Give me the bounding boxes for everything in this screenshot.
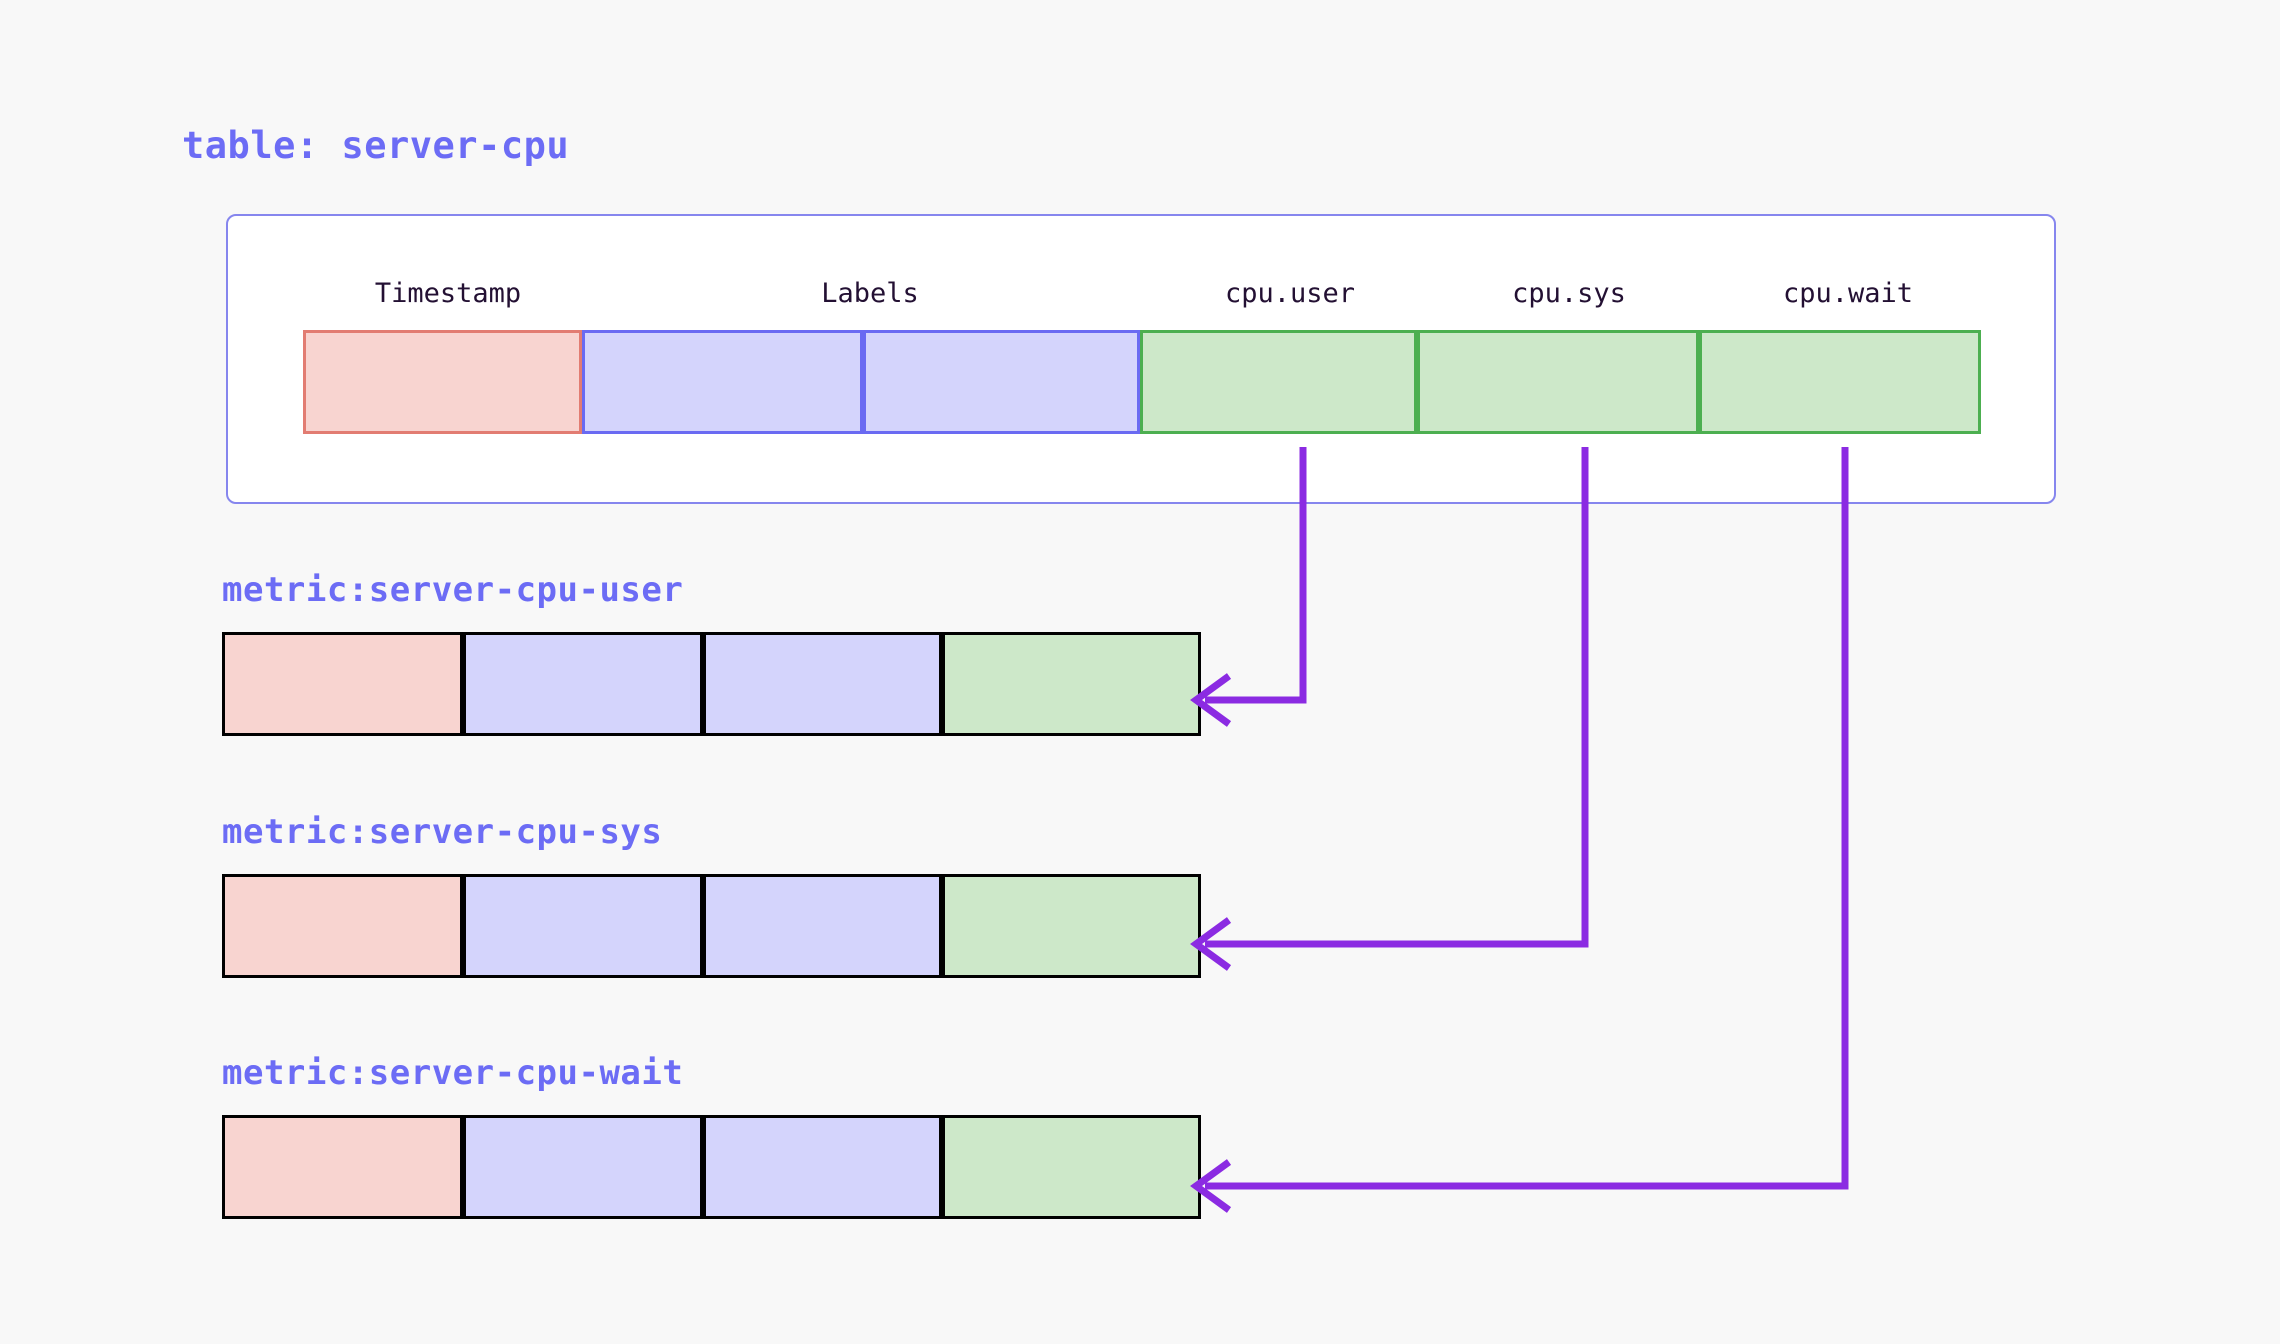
- metric-cell-label-1: [463, 1115, 703, 1219]
- column-header-cpu-sys: cpu.sys: [1512, 278, 1626, 309]
- table-column-headers: Timestamp Labels cpu.user cpu.sys cpu.wa…: [228, 216, 2058, 336]
- table-cell-timestamp: [303, 330, 582, 434]
- metric-cell-label-2: [703, 874, 942, 978]
- metric-cell-value: [942, 1115, 1201, 1219]
- page-title: table: server-cpu: [182, 124, 570, 167]
- metric-cell-label-1: [463, 632, 703, 736]
- table-cell-cpu-user: [1140, 330, 1417, 434]
- metric-title-server-cpu-wait: metric:server-cpu-wait: [222, 1053, 684, 1093]
- table-card: Timestamp Labels cpu.user cpu.sys cpu.wa…: [226, 214, 2056, 504]
- metric-row-server-cpu-user: [222, 632, 1201, 736]
- metric-cell-timestamp: [222, 874, 463, 978]
- table-cell-label-1: [582, 330, 863, 434]
- metric-cell-value: [942, 632, 1201, 736]
- arrow-cpu-wait: [1205, 447, 1849, 1190]
- metric-row-server-cpu-wait: [222, 1115, 1201, 1219]
- table-row: [228, 330, 2058, 434]
- table-cell-cpu-sys: [1417, 330, 1699, 434]
- metric-cell-label-2: [703, 1115, 942, 1219]
- metric-cell-value: [942, 874, 1201, 978]
- column-header-cpu-wait: cpu.wait: [1782, 278, 1914, 309]
- arrow-cpu-sys: [1205, 447, 1589, 948]
- metric-row-server-cpu-sys: [222, 874, 1201, 978]
- table-cell-cpu-wait: [1699, 330, 1981, 434]
- metric-cell-label-2: [703, 632, 942, 736]
- metric-cell-timestamp: [222, 632, 463, 736]
- metric-cell-label-1: [463, 874, 703, 978]
- table-cell-label-2: [863, 330, 1140, 434]
- column-header-cpu-user: cpu.user: [1224, 278, 1356, 309]
- metric-title-server-cpu-sys: metric:server-cpu-sys: [222, 812, 663, 852]
- metric-title-server-cpu-user: metric:server-cpu-user: [222, 570, 684, 610]
- metric-cell-timestamp: [222, 1115, 463, 1219]
- column-header-labels: Labels: [821, 278, 919, 309]
- column-header-timestamp: Timestamp: [374, 278, 522, 309]
